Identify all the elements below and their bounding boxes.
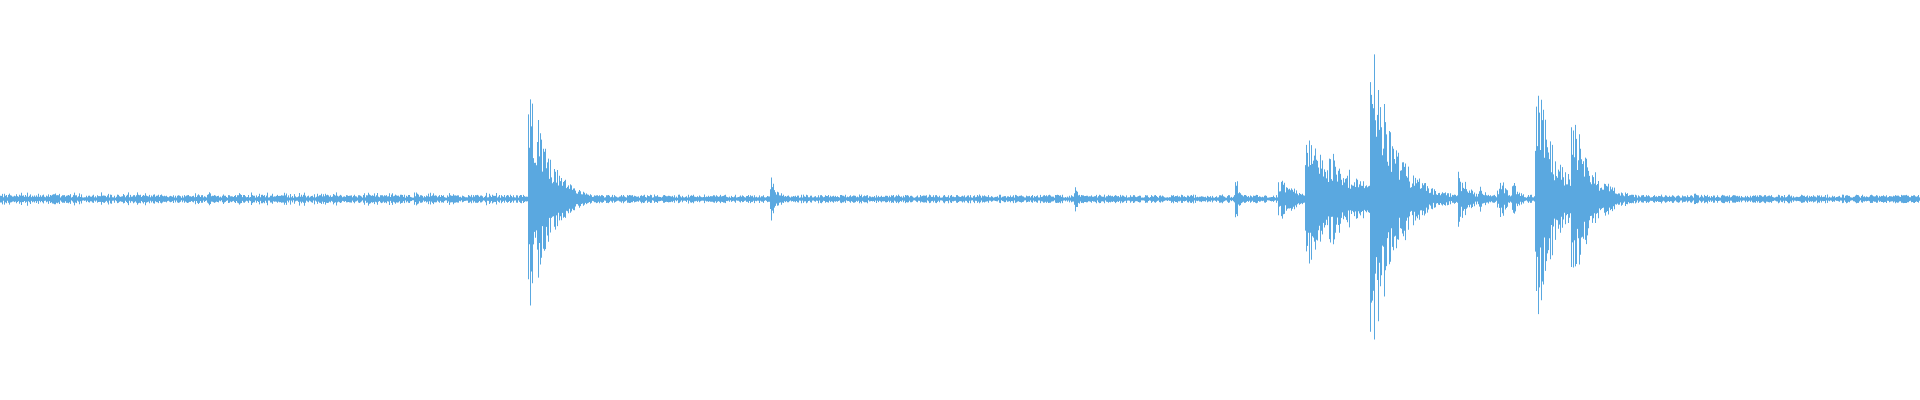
audio-waveform-panel [0, 54, 1920, 340]
audio-waveform [0, 54, 1920, 340]
